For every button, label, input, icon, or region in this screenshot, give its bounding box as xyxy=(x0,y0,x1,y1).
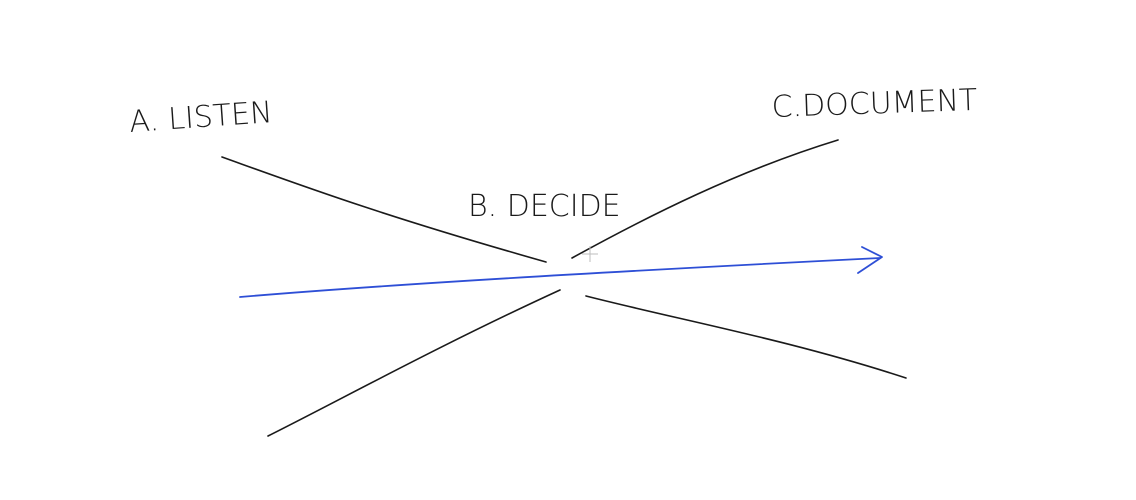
label-document: C.DOCUMENT xyxy=(771,83,978,125)
stroke-upper-right xyxy=(571,139,839,259)
label-decide: B. DECIDE xyxy=(468,189,621,224)
stroke-upper-left xyxy=(221,156,547,263)
arrow-line xyxy=(239,257,881,298)
arrow-head-icon xyxy=(857,246,883,274)
stroke-lower-left xyxy=(267,289,561,437)
label-listen: A. LISTEN xyxy=(128,95,273,140)
stroke-lower-right xyxy=(585,295,907,379)
crosshair-cursor-icon xyxy=(582,246,598,262)
